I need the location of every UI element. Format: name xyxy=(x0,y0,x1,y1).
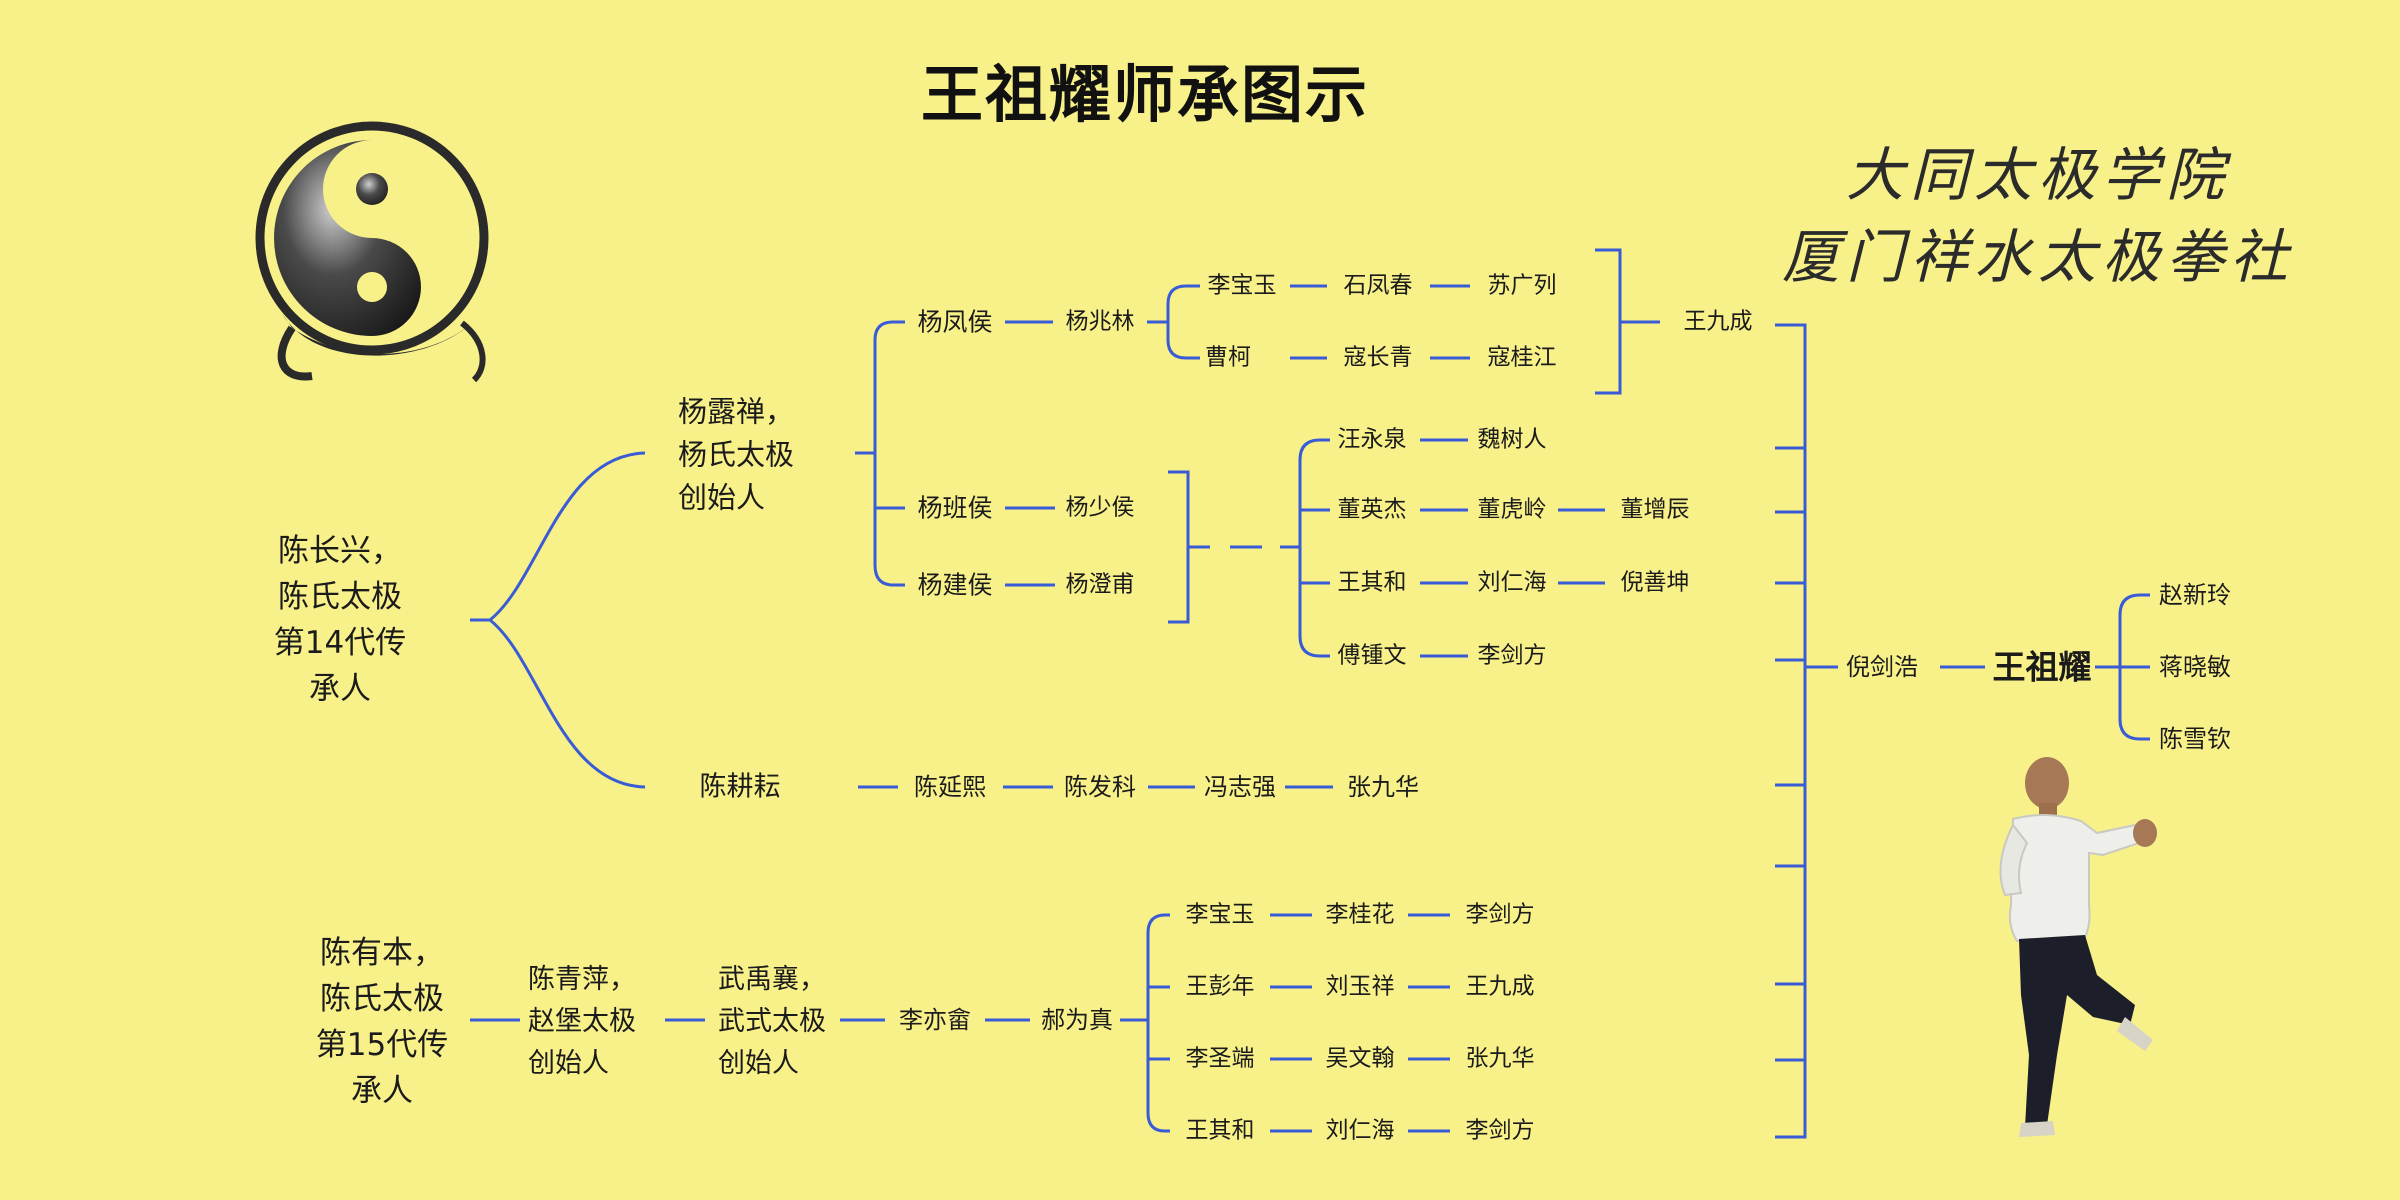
node-chen-fake: 陈发科 xyxy=(1064,773,1136,801)
node-li-guihua: 李桂花 xyxy=(1325,901,1395,928)
node-chen-yanxi: 陈延熙 xyxy=(914,773,986,801)
node-yang-banhou: 杨班侯 xyxy=(917,493,993,523)
node-wu-yuxiang: 武禹襄，武式太极创始人 xyxy=(718,964,826,1079)
node-kou-changqing: 寇长青 xyxy=(1343,344,1413,371)
node-yang-chengfu: 杨澄甫 xyxy=(1065,571,1135,598)
node-wang-qihe-2: 王其和 xyxy=(1185,1117,1255,1144)
node-wang-zuyao: 王祖耀 xyxy=(1992,647,2092,687)
node-wang-jiucheng-2: 王九成 xyxy=(1465,973,1535,1000)
student-2: 蒋晓敏 xyxy=(2159,653,2231,681)
brand-line-1: 大同太极学院 xyxy=(1845,141,2230,209)
node-liu-yuxiang: 刘玉祥 xyxy=(1325,973,1395,1000)
node-wang-jiucheng-1: 王九成 xyxy=(1683,308,1753,335)
node-dong-yingjie: 董英杰 xyxy=(1337,496,1407,523)
node-cao-ke: 曹柯 xyxy=(1205,344,1251,371)
node-li-jianfang-2: 李剑方 xyxy=(1465,901,1535,928)
node-wang-yongquan: 汪永泉 xyxy=(1337,426,1407,453)
node-dong-huling: 董虎岭 xyxy=(1477,496,1547,523)
node-kou-guijiang: 寇桂江 xyxy=(1487,344,1557,371)
node-li-yiyu: 李亦畲 xyxy=(899,1006,971,1034)
node-chen-youben: 陈有本，陈氏太极第15代传承人 xyxy=(315,935,449,1109)
brand-line-2: 厦门祥水太极拳社 xyxy=(1781,223,2294,291)
node-su-guanglie: 苏广列 xyxy=(1487,272,1557,299)
taiji-yin-yang-icon xyxy=(255,121,489,383)
node-feng-zhiqiang: 冯志强 xyxy=(1204,773,1276,801)
node-yang-luchan: 杨露禅，杨氏太极创始人 xyxy=(678,394,795,515)
node-chen-gengyun: 陈耕耘 xyxy=(699,771,781,803)
node-chen-changxing: 陈长兴，陈氏太极第14代传承人 xyxy=(273,533,407,707)
node-wang-qihe-1: 王其和 xyxy=(1337,569,1407,596)
node-wu-wenhan: 吴文翰 xyxy=(1325,1045,1395,1072)
node-wei-shuren: 魏树人 xyxy=(1477,426,1547,453)
node-fu-zhongwen: 傅锺文 xyxy=(1337,642,1407,669)
student-1: 赵新玲 xyxy=(2159,581,2231,609)
node-dong-zengchen: 董增辰 xyxy=(1620,496,1690,523)
node-zhang-jiuhua-2: 张九华 xyxy=(1465,1045,1535,1072)
node-chen-qingping: 陈青萍，赵堡太极创始人 xyxy=(528,964,636,1079)
node-li-shengduan: 李圣端 xyxy=(1185,1045,1255,1072)
node-li-baoyu-1: 李宝玉 xyxy=(1207,272,1277,299)
node-liu-renhai-1: 刘仁海 xyxy=(1477,569,1547,596)
student-3: 陈雪钦 xyxy=(2159,725,2231,753)
tai-chi-practitioner-figure xyxy=(1999,757,2157,1137)
node-hao-weizhen: 郝为真 xyxy=(1041,1006,1113,1034)
node-liu-renhai-2: 刘仁海 xyxy=(1325,1117,1395,1144)
node-ni-shankun: 倪善坤 xyxy=(1620,569,1690,596)
page-title: 王祖耀师承图示 xyxy=(920,58,1369,131)
node-wang-pengnian: 王彭年 xyxy=(1185,973,1255,1000)
node-li-jianfang-3: 李剑方 xyxy=(1465,1117,1535,1144)
node-shi-fengchun: 石凤春 xyxy=(1343,272,1413,299)
node-li-jianfang-1: 李剑方 xyxy=(1477,642,1547,669)
node-yang-shaohou: 杨少侯 xyxy=(1065,494,1135,521)
node-yang-fenghou: 杨凤侯 xyxy=(917,307,993,337)
node-yang-jianhou: 杨建侯 xyxy=(917,570,993,600)
node-yang-zhaolin: 杨兆林 xyxy=(1065,308,1135,335)
node-li-baoyu-2: 李宝玉 xyxy=(1185,901,1255,928)
node-zhang-jiuhua-1: 张九华 xyxy=(1347,773,1419,801)
node-ni-jianhao: 倪剑浩 xyxy=(1846,653,1918,681)
